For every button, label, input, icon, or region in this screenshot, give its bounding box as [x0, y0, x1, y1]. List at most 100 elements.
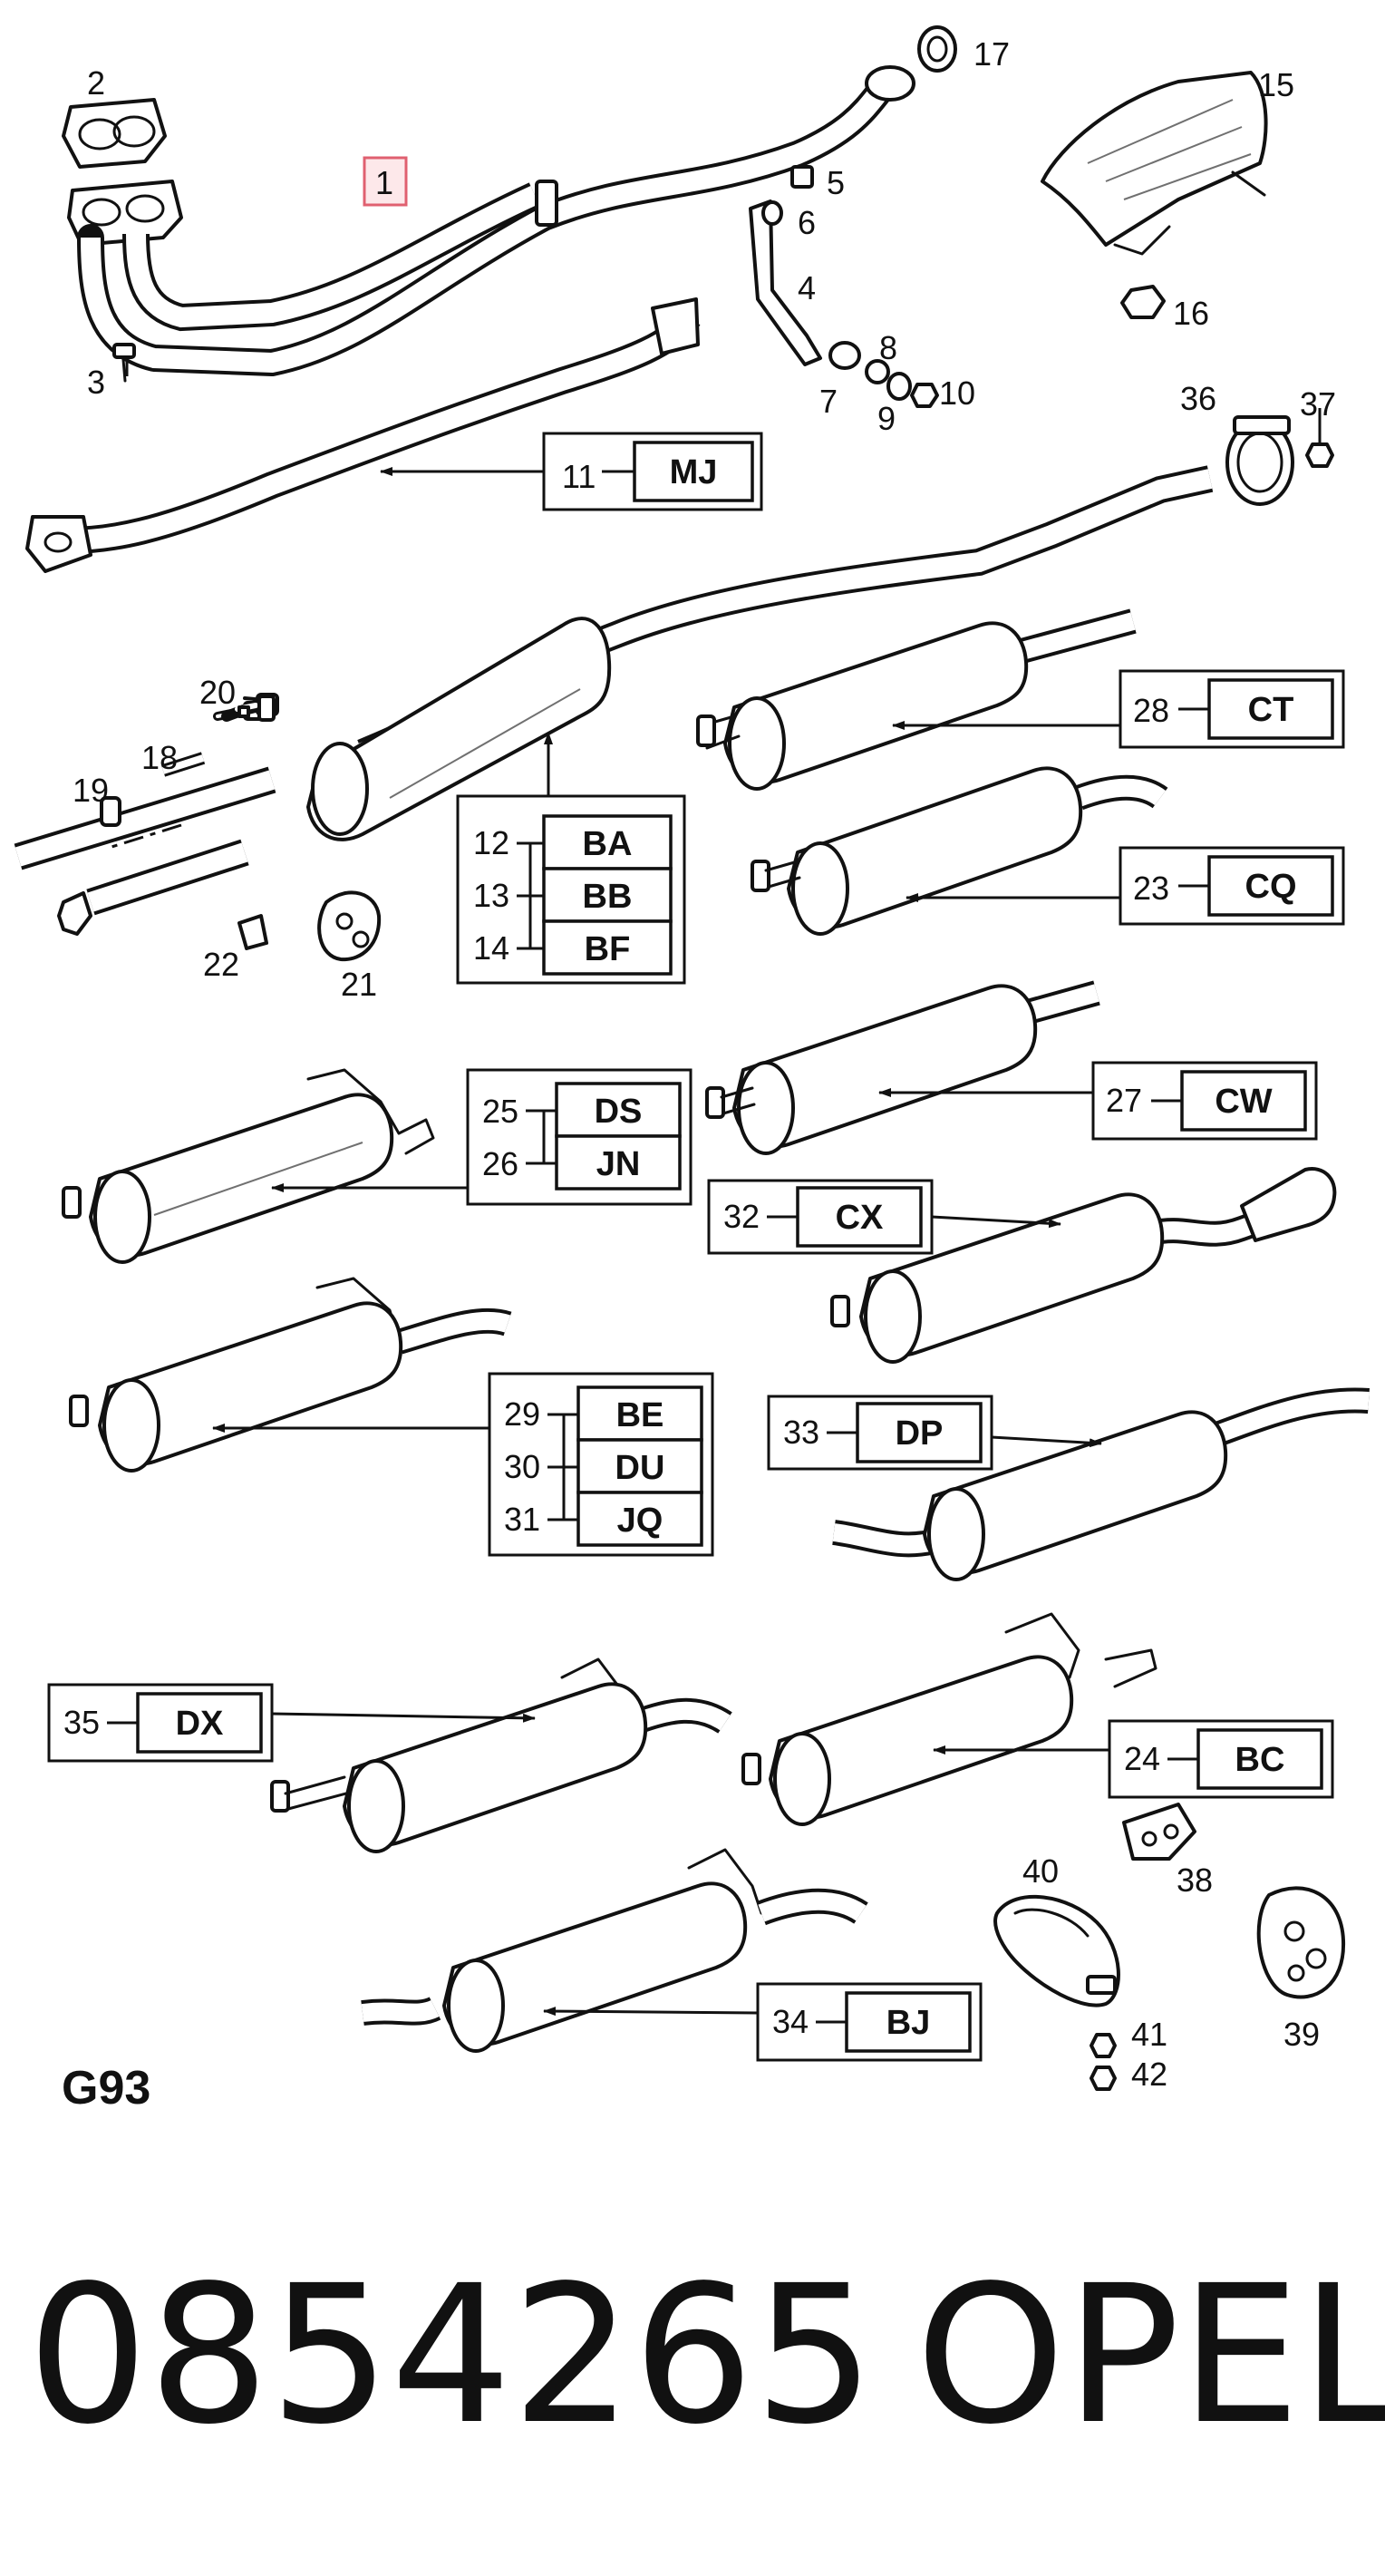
- code-box-BC: [1196, 1728, 1323, 1790]
- centre-muffler-12-14: [14, 465, 1214, 870]
- callout-35: 35: [63, 1704, 100, 1741]
- callout-22: 22: [203, 946, 239, 983]
- rear-muffler-34: [361, 1848, 868, 2053]
- code-box-BF: [542, 919, 673, 976]
- seal-ring-17: [917, 25, 957, 73]
- rear-muffler-33: [832, 1387, 1370, 1581]
- callout-40: 40: [1022, 1852, 1059, 1890]
- callout-16: 16: [1173, 295, 1209, 332]
- brand-name: OPEL: [915, 2244, 1385, 2466]
- callout-31: 31: [504, 1501, 540, 1538]
- callout-1-highlight: [363, 156, 408, 207]
- code-JN: JN: [596, 1145, 641, 1183]
- code-DP: DP: [896, 1414, 944, 1453]
- code-box-JQ: [576, 1491, 703, 1547]
- bracket-4: [749, 165, 822, 366]
- rear-muffler-35: [270, 1657, 732, 1853]
- rear-muffler-23: [751, 766, 1168, 936]
- callout-21: 21: [341, 966, 377, 1003]
- code-box-DU: [576, 1438, 703, 1494]
- callout-7: 7: [819, 383, 838, 420]
- callout-23: 23: [1133, 870, 1169, 907]
- rubber-mount-39: [1256, 1886, 1346, 1999]
- callout-3: 3: [87, 364, 105, 401]
- rear-muffler-29-31: [69, 1277, 512, 1473]
- callout-18: 18: [141, 739, 178, 776]
- callout-33: 33: [783, 1414, 819, 1451]
- heat-shield-15: [1041, 71, 1268, 256]
- code-BJ: BJ: [886, 2004, 931, 2042]
- code-DU: DU: [615, 1449, 665, 1487]
- callout-19: 19: [73, 772, 109, 809]
- callout-29: 29: [504, 1395, 540, 1433]
- callout-2: 2: [87, 64, 105, 102]
- callout-24: 24: [1124, 1740, 1160, 1777]
- callout-32: 32: [723, 1198, 760, 1235]
- code-box-BJ: [845, 1991, 972, 2053]
- code-box-CW: [1180, 1070, 1307, 1132]
- callout-14: 14: [473, 929, 509, 967]
- code-JQ: JQ: [617, 1502, 663, 1540]
- callout-4: 4: [798, 269, 816, 306]
- clamp-36: [1225, 408, 1334, 506]
- code-box-DP: [856, 1402, 983, 1463]
- front-pipe-assembly: [62, 65, 915, 383]
- callout-10: 10: [939, 374, 975, 412]
- callout-8: 8: [879, 329, 897, 366]
- code-box-CQ: [1207, 855, 1334, 917]
- callout-6: 6: [798, 204, 816, 241]
- callout-1: 1: [375, 164, 393, 201]
- rear-muffler-32: [830, 1167, 1337, 1364]
- callout-26: 26: [482, 1145, 518, 1182]
- code-BC: BC: [1235, 1741, 1285, 1779]
- hardware-18-22: [57, 693, 382, 962]
- code-box-DX: [136, 1692, 263, 1754]
- code-BB: BB: [583, 878, 633, 916]
- code-CT: CT: [1248, 691, 1294, 729]
- code-box-MJ: [633, 441, 754, 502]
- nut-42: [1090, 2066, 1117, 2091]
- callout-34: 34: [772, 2003, 809, 2040]
- code-DX: DX: [176, 1705, 224, 1743]
- rear-muffler-27: [705, 980, 1100, 1155]
- clamp-band-40: [993, 1894, 1120, 2007]
- code-box-CT: [1207, 678, 1334, 740]
- callout-38: 38: [1177, 1862, 1213, 1899]
- callout-27: 27: [1106, 1082, 1142, 1119]
- nut-41: [1090, 2033, 1117, 2058]
- callout-15: 15: [1258, 66, 1294, 103]
- code-DS: DS: [595, 1093, 643, 1131]
- callout-41: 41: [1131, 2016, 1167, 2053]
- callout-39: 39: [1283, 2016, 1320, 2053]
- intermediate-pipe-11: [25, 297, 701, 573]
- code-box-JN: [555, 1134, 682, 1191]
- code-CX: CX: [836, 1199, 884, 1237]
- code-MJ: MJ: [670, 453, 718, 491]
- callout-12: 12: [473, 824, 509, 861]
- code-CW: CW: [1215, 1083, 1272, 1121]
- rubber-mount-38: [1122, 1803, 1196, 1861]
- part-number: 0854265: [27, 2244, 875, 2466]
- section-code: G93: [62, 2062, 150, 2114]
- callout-36: 36: [1180, 380, 1216, 417]
- callout-37: 37: [1300, 385, 1336, 423]
- nut-16: [1120, 285, 1166, 319]
- code-box-CX: [796, 1186, 923, 1248]
- code-BE: BE: [616, 1396, 664, 1434]
- callout-11: 11: [562, 458, 596, 495]
- rear-muffler-25-26: [62, 1068, 435, 1264]
- code-BF: BF: [585, 930, 631, 968]
- code-BA: BA: [583, 825, 633, 863]
- callout-25: 25: [482, 1093, 518, 1130]
- code-CQ: CQ: [1245, 868, 1297, 906]
- callout-30: 30: [504, 1448, 540, 1485]
- callout-13: 13: [473, 877, 509, 914]
- callout-42: 42: [1131, 2056, 1167, 2093]
- rear-muffler-28: [696, 608, 1137, 791]
- mount-rubbers-7-10: [828, 341, 939, 408]
- callout-9: 9: [877, 400, 896, 437]
- callout-5: 5: [827, 164, 845, 201]
- code-box-BA: [542, 814, 673, 870]
- rear-muffler-24: [741, 1612, 1157, 1826]
